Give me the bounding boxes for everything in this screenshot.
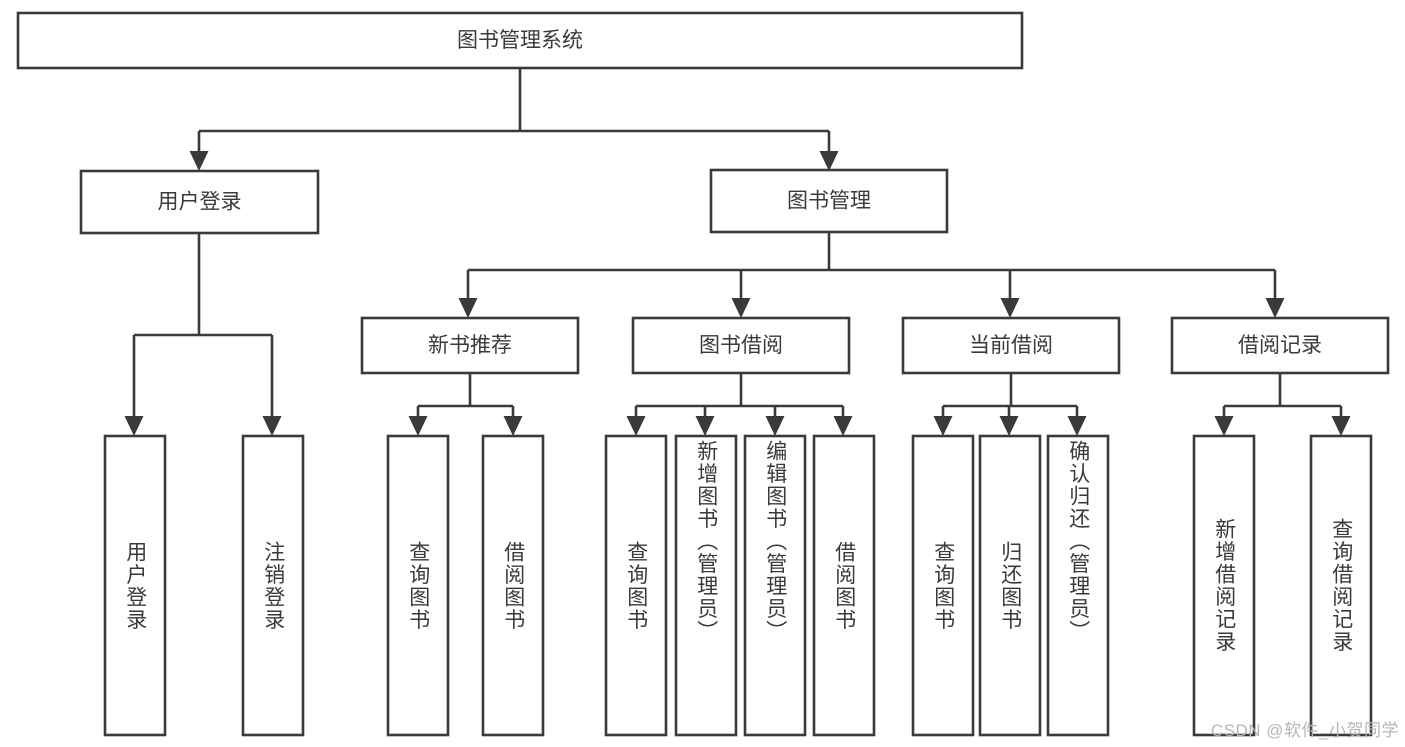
arrow-head-icon xyxy=(731,298,751,318)
arrow-head-icon xyxy=(765,416,785,436)
arrow-head-icon xyxy=(1214,416,1234,436)
node-box-book-management[interactable] xyxy=(709,168,949,234)
connector-group-root_to_level1 xyxy=(197,68,831,153)
node-box-leaf-add-borrow-record[interactable] xyxy=(1192,434,1256,737)
node-box-leaf-query-borrow-record[interactable] xyxy=(1309,434,1373,737)
node-box-new-book-recommend[interactable] xyxy=(360,316,580,375)
arrow-head-icon xyxy=(933,416,953,436)
boxes-layer xyxy=(16,11,1390,737)
node-label-user-login: 用户登录 xyxy=(158,191,242,214)
arrow-head-icon xyxy=(1331,416,1351,436)
node-box-root[interactable] xyxy=(16,11,1024,70)
arrow-head-icon xyxy=(408,416,428,436)
node-box-leaf-query-book-rec[interactable] xyxy=(386,434,450,737)
connectors-layer xyxy=(124,68,1351,436)
arrow-head-icon xyxy=(819,151,839,171)
node-box-borrow-records[interactable] xyxy=(1170,316,1390,375)
node-box-leaf-return-book[interactable] xyxy=(978,434,1042,737)
node-label-root: 图书管理系统 xyxy=(457,29,583,52)
arrow-head-icon xyxy=(1067,416,1087,436)
node-box-book-borrow[interactable] xyxy=(631,316,851,375)
node-box-leaf-borrow-book-bor[interactable] xyxy=(812,434,876,737)
csdn-watermark: CSDN @软件_小贺同学 xyxy=(1210,721,1399,740)
arrow-head-icon xyxy=(189,151,209,171)
arrow-head-icon xyxy=(695,416,715,436)
arrow-head-icon xyxy=(1265,298,1285,318)
node-label-book-management: 图书管理 xyxy=(787,190,871,213)
arrow-head-icon xyxy=(503,416,523,436)
arrow-head-icon xyxy=(999,416,1019,436)
node-box-current-borrow[interactable] xyxy=(901,316,1121,375)
arrow-head-icon xyxy=(124,416,144,436)
node-box-leaf-query-book-cur[interactable] xyxy=(911,434,975,737)
arrow-head-icon xyxy=(458,298,478,318)
arrow-head-icon xyxy=(262,416,282,436)
connector-group-level1_book_to_level2 xyxy=(466,232,1277,300)
node-box-user-login[interactable] xyxy=(79,169,320,235)
node-box-leaf-confirm-return[interactable] xyxy=(1046,434,1110,737)
node-label-current-borrow: 当前借阅 xyxy=(969,334,1053,357)
node-label-book-borrow: 图书借阅 xyxy=(699,334,783,357)
connector-group-current_to_leaves xyxy=(941,373,1079,418)
connector-group-level1_user_to_leaves xyxy=(132,233,274,418)
connector-group-borrow_to_leaves xyxy=(634,373,845,418)
arrow-head-icon xyxy=(1000,298,1020,318)
node-label-new-book-recommend: 新书推荐 xyxy=(428,334,512,357)
node-box-leaf-user-login[interactable] xyxy=(103,434,167,737)
node-box-leaf-edit-book-admin[interactable] xyxy=(743,434,807,737)
connector-group-rec_to_leaves xyxy=(416,373,515,418)
arrow-head-icon xyxy=(626,416,646,436)
node-label-borrow-records: 借阅记录 xyxy=(1238,334,1322,357)
arrow-head-icon xyxy=(833,416,853,436)
node-box-leaf-add-book-admin[interactable] xyxy=(674,434,738,737)
node-box-leaf-query-book-bor[interactable] xyxy=(604,434,668,737)
connector-group-records_to_leaves xyxy=(1222,373,1343,418)
node-box-leaf-logout[interactable] xyxy=(241,434,305,737)
node-box-leaf-borrow-book-rec[interactable] xyxy=(481,434,545,737)
